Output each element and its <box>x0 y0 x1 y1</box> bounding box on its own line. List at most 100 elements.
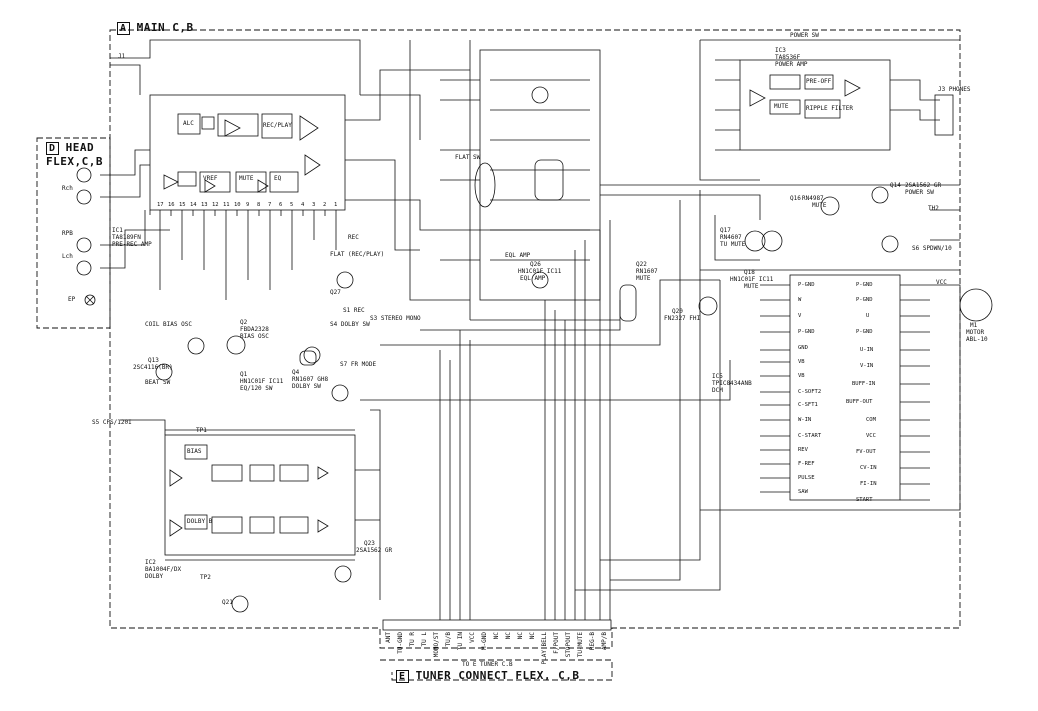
ic1-pin: 2 <box>323 202 327 208</box>
tp1-label: TP1 <box>196 427 207 434</box>
head-board-letter: D <box>46 142 59 155</box>
ic5-pin: W-IN <box>798 417 812 423</box>
q26-name: Q26 <box>530 261 541 268</box>
motor-symbol <box>959 288 993 322</box>
q4-name: Q4 <box>292 369 300 376</box>
eql-amp-label: EQL AMP <box>505 252 531 259</box>
q23-part: 2SA1562 GR <box>356 547 393 554</box>
connector-pin: NC <box>505 632 512 640</box>
ic3-part: TA8536F <box>775 54 801 61</box>
ic1-part: TA8189FN <box>112 234 141 241</box>
q20-part: FN2327 FHI <box>664 315 701 322</box>
eql-amp <box>440 49 601 301</box>
ic3-block-2: RIPPLE FILTER <box>806 105 853 112</box>
motor-name: M1 <box>970 322 978 329</box>
ic5-pin: VB <box>798 373 805 379</box>
connector-pin: TU-GND <box>397 632 404 654</box>
ic1-desc: PRE-REC AMP <box>112 241 152 248</box>
ic5-pin: VB <box>798 359 805 365</box>
motor-desc: MOTOR <box>966 329 985 336</box>
q23-name: Q23 <box>364 540 375 547</box>
ic5-pin: P-GND <box>798 329 815 335</box>
ic1-block-0: ALC <box>183 120 194 127</box>
ic1-pin: 1 <box>334 202 338 208</box>
q22-desc: MUTE <box>636 275 651 282</box>
j1-label: J1 <box>118 53 126 60</box>
q1-part: HN1C01F IC11 <box>240 378 284 385</box>
ic1-body <box>149 94 346 215</box>
connector-pin: TU/B <box>445 632 452 647</box>
ic2-block-0: BIAS <box>187 448 202 455</box>
main-board-name: MAIN C,B <box>136 21 194 34</box>
connector-pin: NC <box>517 632 524 640</box>
q17-part: RN4607 <box>720 234 742 241</box>
q4-desc: DOLBY SW <box>292 383 321 390</box>
connector-pin: REG-B <box>589 632 596 651</box>
q14-desc: POWER SW <box>905 189 934 196</box>
bias-osc-label: COIL BIAS OSC <box>145 321 192 328</box>
connector-pin: MONO/ST <box>433 632 440 658</box>
main-board-title: A MAIN C,B <box>117 21 194 35</box>
q26-part: HN1C01F IC11 <box>518 268 562 275</box>
tuner-board-outline <box>380 659 613 681</box>
q18-part: HN1C01F IC11 <box>730 276 774 283</box>
ic5-pin: SAW <box>798 489 808 495</box>
q4-part: RN1607 GH8 <box>292 376 329 383</box>
q1-name: Q1 <box>240 371 248 378</box>
q22-part: RN1607 <box>636 268 658 275</box>
ic5-pin: C-SOFT2 <box>798 389 822 395</box>
ic5-pin: CV-IN <box>860 465 877 471</box>
ic1-pin: 8 <box>257 202 261 208</box>
connector-pin: TU IN <box>457 632 464 651</box>
connector-pin: NC <box>493 632 500 640</box>
ic1-pin: 15 <box>179 202 186 208</box>
tuner-board-name: TUNER CONNECT FLEX, C,B <box>415 669 580 682</box>
s3-label: S3 STEREO MONO <box>370 315 421 322</box>
connector-pin: TU-MUTE <box>577 632 584 658</box>
q14-part: 2SA1562 GR <box>905 182 942 189</box>
power-sw-label: POWER SW <box>790 32 819 39</box>
ic1-pin: 16 <box>168 202 175 208</box>
ic5-pin: GND <box>798 345 808 351</box>
q18-desc: MUTE <box>744 283 759 290</box>
ic5-pin: U <box>866 313 870 319</box>
connector-pin: STOPOUT <box>565 632 572 658</box>
connector-pin: TU R <box>409 632 416 647</box>
ep-label: EP <box>68 296 76 303</box>
q27-name: Q27 <box>330 289 341 296</box>
q2-part: FBDA2328 <box>240 326 269 333</box>
rec-label: REC <box>348 234 359 241</box>
ic2-name: IC2 <box>145 559 156 566</box>
connector-pin: M-GND <box>481 632 488 651</box>
ic5-pin: BUFF-IN <box>852 381 876 387</box>
ic1-pin: 12 <box>212 202 219 208</box>
rch-label: Rch <box>62 185 73 192</box>
ic1-pin: 3 <box>312 202 316 208</box>
ic5-pin: U-IN <box>860 347 874 353</box>
ic1-name: IC1 <box>112 227 123 234</box>
tuner-board-letter: E <box>396 670 409 683</box>
q26-desc: EQL AMP <box>520 275 546 282</box>
ic1-pin: 7 <box>268 202 272 208</box>
ic1-pin: 6 <box>279 202 283 208</box>
s7-label: S7 FR MODE <box>340 361 377 368</box>
vcc-label: VCC <box>936 279 947 286</box>
ic5-pin: START <box>856 497 873 503</box>
ic1-block-4: EQ <box>274 175 282 182</box>
head-board-title: D HEAD <box>46 142 94 155</box>
q2-desc: BIAS OSC <box>240 333 269 340</box>
s4-label: S4 DOLBY SW <box>330 321 370 328</box>
connector-pin: AMP/B <box>601 632 608 651</box>
ic2-desc: DOLBY <box>145 573 164 580</box>
motor-part: ABL-10 <box>966 336 988 343</box>
ic5-pin: PULSE <box>798 475 815 481</box>
ic3-name: IC3 <box>775 47 786 54</box>
flat-sw-label: FLAT SW <box>455 154 481 161</box>
ic1-pin: 9 <box>246 202 250 208</box>
connector-pin: VCC <box>469 632 476 643</box>
tuner-note: TO E TUNER C.B <box>462 661 513 668</box>
ic1-pin-row <box>159 210 337 300</box>
main-board-outline <box>109 29 961 649</box>
flat-play-label: FLAT (REC/PLAY) <box>330 251 385 258</box>
q13-part: 2SC4116(BR) <box>133 364 173 371</box>
